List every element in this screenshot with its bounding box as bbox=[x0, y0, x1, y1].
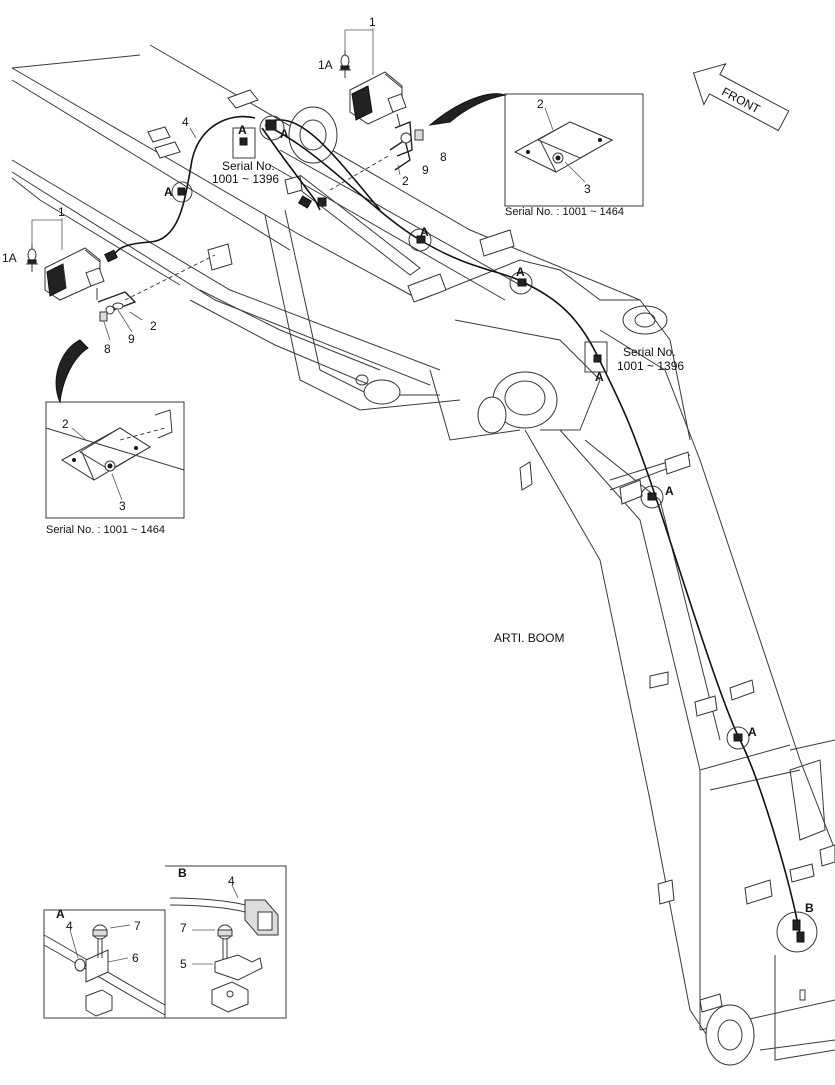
callout-2-left: 2 bbox=[150, 319, 157, 333]
connector-b-label: B bbox=[805, 901, 814, 915]
callout-labels: 1 1A 1 1A 4 A A A A A A A A B Serial No.… bbox=[2, 15, 814, 971]
detail-inset-upper bbox=[504, 93, 644, 207]
wire-harness bbox=[104, 115, 801, 936]
inset-upper-callout-2: 2 bbox=[537, 97, 544, 111]
work-lamp-left bbox=[44, 247, 137, 313]
inset-left-serial: Serial No. : 1001 ~ 1464 bbox=[46, 524, 165, 536]
serial-upper-line2: 1001 ~ 1396 bbox=[212, 172, 279, 186]
bulb-icon bbox=[26, 50, 351, 272]
detail-b-callout-4: 4 bbox=[228, 874, 235, 888]
callout-4-upper: 4 bbox=[182, 115, 189, 129]
detail-b-box bbox=[165, 865, 287, 1019]
inset-upper-callout-3: 3 bbox=[584, 182, 591, 196]
callout-8-left: 8 bbox=[104, 342, 111, 356]
clamp-a-1: A bbox=[164, 185, 173, 199]
clamp-a-3: A bbox=[280, 127, 289, 141]
callout-2-upper: 2 bbox=[402, 174, 409, 188]
clamp-a-2: A bbox=[238, 123, 247, 137]
work-lamp-right bbox=[349, 71, 413, 157]
callout-1-left: 1 bbox=[58, 205, 65, 219]
callout-9-upper: 9 bbox=[422, 163, 429, 177]
clamp-a-6: A bbox=[595, 370, 604, 384]
clamp-a-7: A bbox=[665, 484, 674, 498]
detail-a-callout-7: 7 bbox=[134, 919, 141, 933]
callout-1-upper: 1 bbox=[369, 15, 376, 29]
callout-1a-left: 1A bbox=[2, 251, 17, 265]
serial-frame-right bbox=[584, 341, 608, 373]
callout-leaders bbox=[31, 28, 401, 341]
detail-b-callout-5: 5 bbox=[180, 957, 187, 971]
inset-pointer-left bbox=[55, 339, 89, 404]
clamp-a-4: A bbox=[420, 225, 429, 239]
clamp-a-8: A bbox=[748, 725, 757, 739]
inset-left-callout-2: 2 bbox=[62, 417, 69, 431]
inset-pointer-upper bbox=[428, 93, 507, 126]
inset-left-callout-3: 3 bbox=[119, 499, 126, 513]
inset-upper-serial: Serial No. : 1001 ~ 1464 bbox=[505, 206, 624, 218]
detail-a-callout-4: 4 bbox=[66, 919, 73, 933]
detail-a-box bbox=[43, 909, 166, 1019]
front-arrow-icon: FRONT bbox=[692, 63, 790, 132]
callout-8-upper: 8 bbox=[440, 150, 447, 164]
callout-1a-upper: 1A bbox=[318, 58, 333, 72]
detail-b-title: B bbox=[178, 866, 187, 880]
harness-clamps bbox=[171, 115, 818, 953]
serial-upper-line1: Serial No. bbox=[222, 159, 275, 173]
serial-right-line1: Serial No. bbox=[623, 345, 676, 359]
callout-9-left: 9 bbox=[128, 332, 135, 346]
detail-b-callout-7: 7 bbox=[180, 921, 187, 935]
bracket-hardware bbox=[99, 129, 424, 322]
boom-structure bbox=[11, 44, 835, 1066]
detail-a-callout-6: 6 bbox=[132, 951, 139, 965]
serial-right-line2: 1001 ~ 1396 bbox=[617, 359, 684, 373]
serial-frame-upper bbox=[232, 127, 256, 159]
boom-label: ARTI. BOOM bbox=[494, 631, 564, 645]
detail-a-title: A bbox=[56, 907, 65, 921]
detail-inset-left bbox=[45, 401, 185, 519]
clamp-a-5: A bbox=[516, 265, 525, 279]
